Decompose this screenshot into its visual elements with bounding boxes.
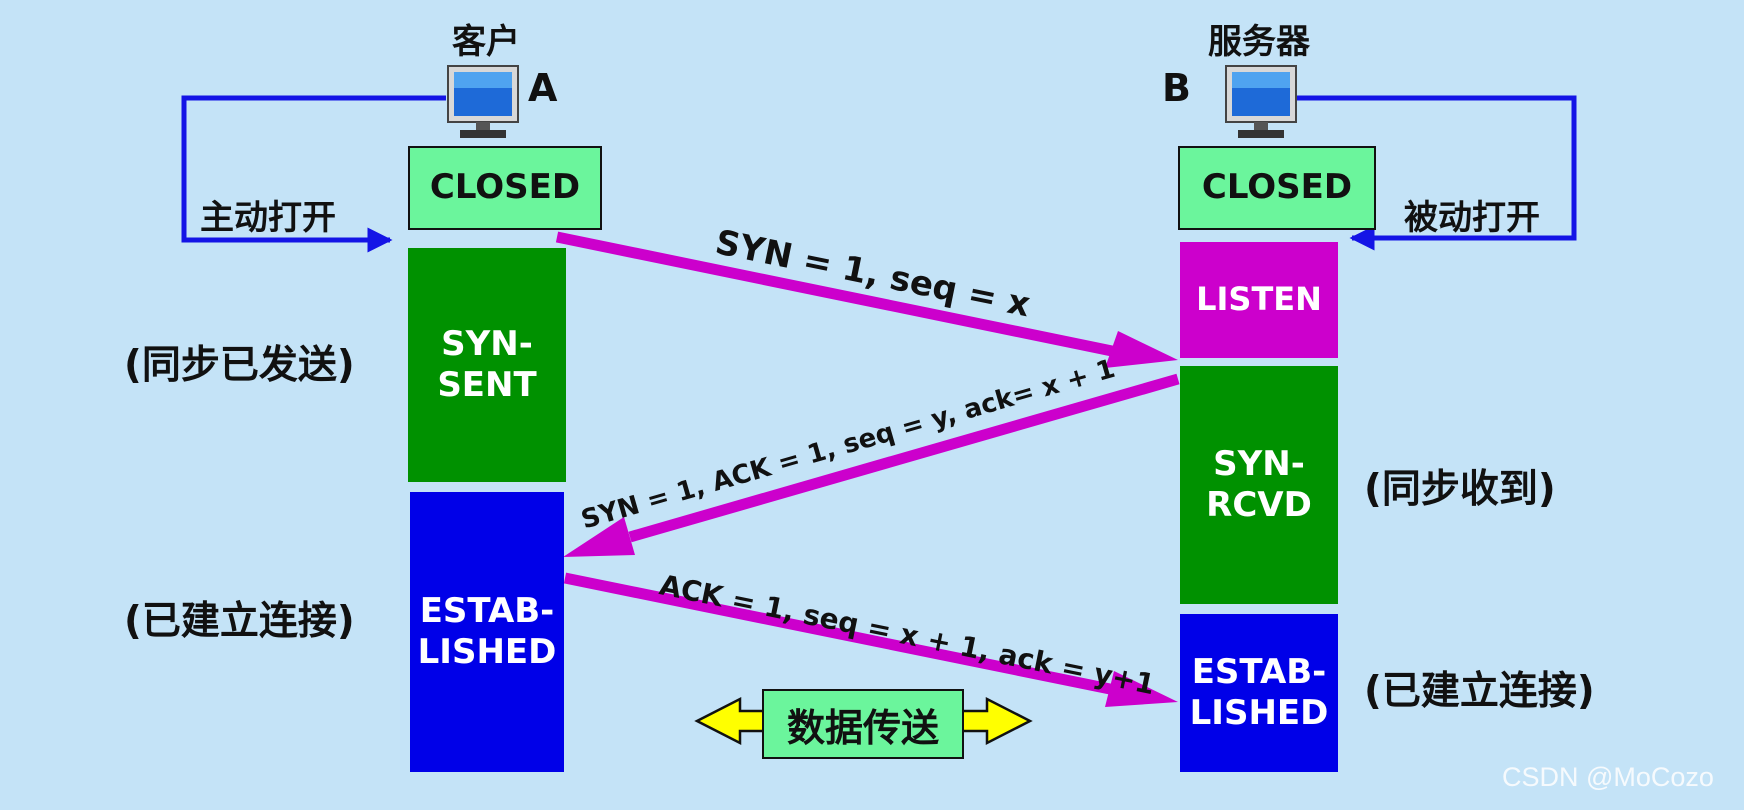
server-letter: B — [1162, 66, 1191, 110]
server-syn-rcvd-line1: SYN- — [1213, 443, 1305, 484]
client-established-line2: LISHED — [417, 632, 557, 672]
client-syn-sent-state: SYN- SENT — [408, 248, 566, 482]
client-established-line1: ESTAB- — [419, 590, 555, 631]
client-letter: A — [528, 66, 558, 110]
server-closed-state: CLOSED — [1178, 146, 1376, 230]
client-closed-label: CLOSED — [429, 167, 581, 208]
client-closed-state: CLOSED — [408, 146, 602, 230]
passive-open-line — [1296, 95, 1577, 251]
server-title: 服务器 — [1208, 22, 1310, 62]
ack-arrow — [563, 572, 1178, 707]
data-transfer-label: 数据传送 — [786, 705, 939, 750]
server-established-line2: LISHED — [1189, 693, 1329, 733]
client-established-description: (已建立连接) — [124, 599, 355, 644]
server-computer-icon — [1225, 65, 1297, 138]
active-open-line — [181, 95, 446, 253]
client-established-state: ESTAB- LISHED — [410, 492, 564, 772]
client-syn-sent-line1: SYN- — [441, 323, 533, 364]
server-listen-state: LISTEN — [1180, 242, 1338, 358]
server-syn-rcvd-state: SYN- RCVD — [1180, 366, 1338, 604]
passive-open-label: 被动打开 — [1404, 198, 1540, 238]
server-listen-label: LISTEN — [1196, 280, 1322, 319]
server-closed-label: CLOSED — [1201, 167, 1353, 208]
syn-rcvd-description: (同步收到) — [1364, 467, 1556, 512]
server-established-state: ESTAB- LISHED — [1180, 614, 1338, 772]
server-established-description: (已建立连接) — [1364, 669, 1595, 714]
client-computer-icon — [447, 65, 519, 138]
syn-ack-arrow — [563, 373, 1180, 557]
data-transfer-box: 数据传送 — [762, 689, 964, 759]
server-syn-rcvd-line2: RCVD — [1206, 485, 1312, 525]
syn-sent-description: (同步已发送) — [124, 343, 355, 388]
server-established-line1: ESTAB- — [1191, 651, 1327, 692]
active-open-label: 主动打开 — [200, 198, 336, 238]
client-title: 客户 — [452, 22, 520, 62]
client-syn-sent-line2: SENT — [437, 365, 537, 405]
syn-arrow — [555, 231, 1178, 368]
watermark: CSDN @MoCozo — [1502, 762, 1714, 792]
